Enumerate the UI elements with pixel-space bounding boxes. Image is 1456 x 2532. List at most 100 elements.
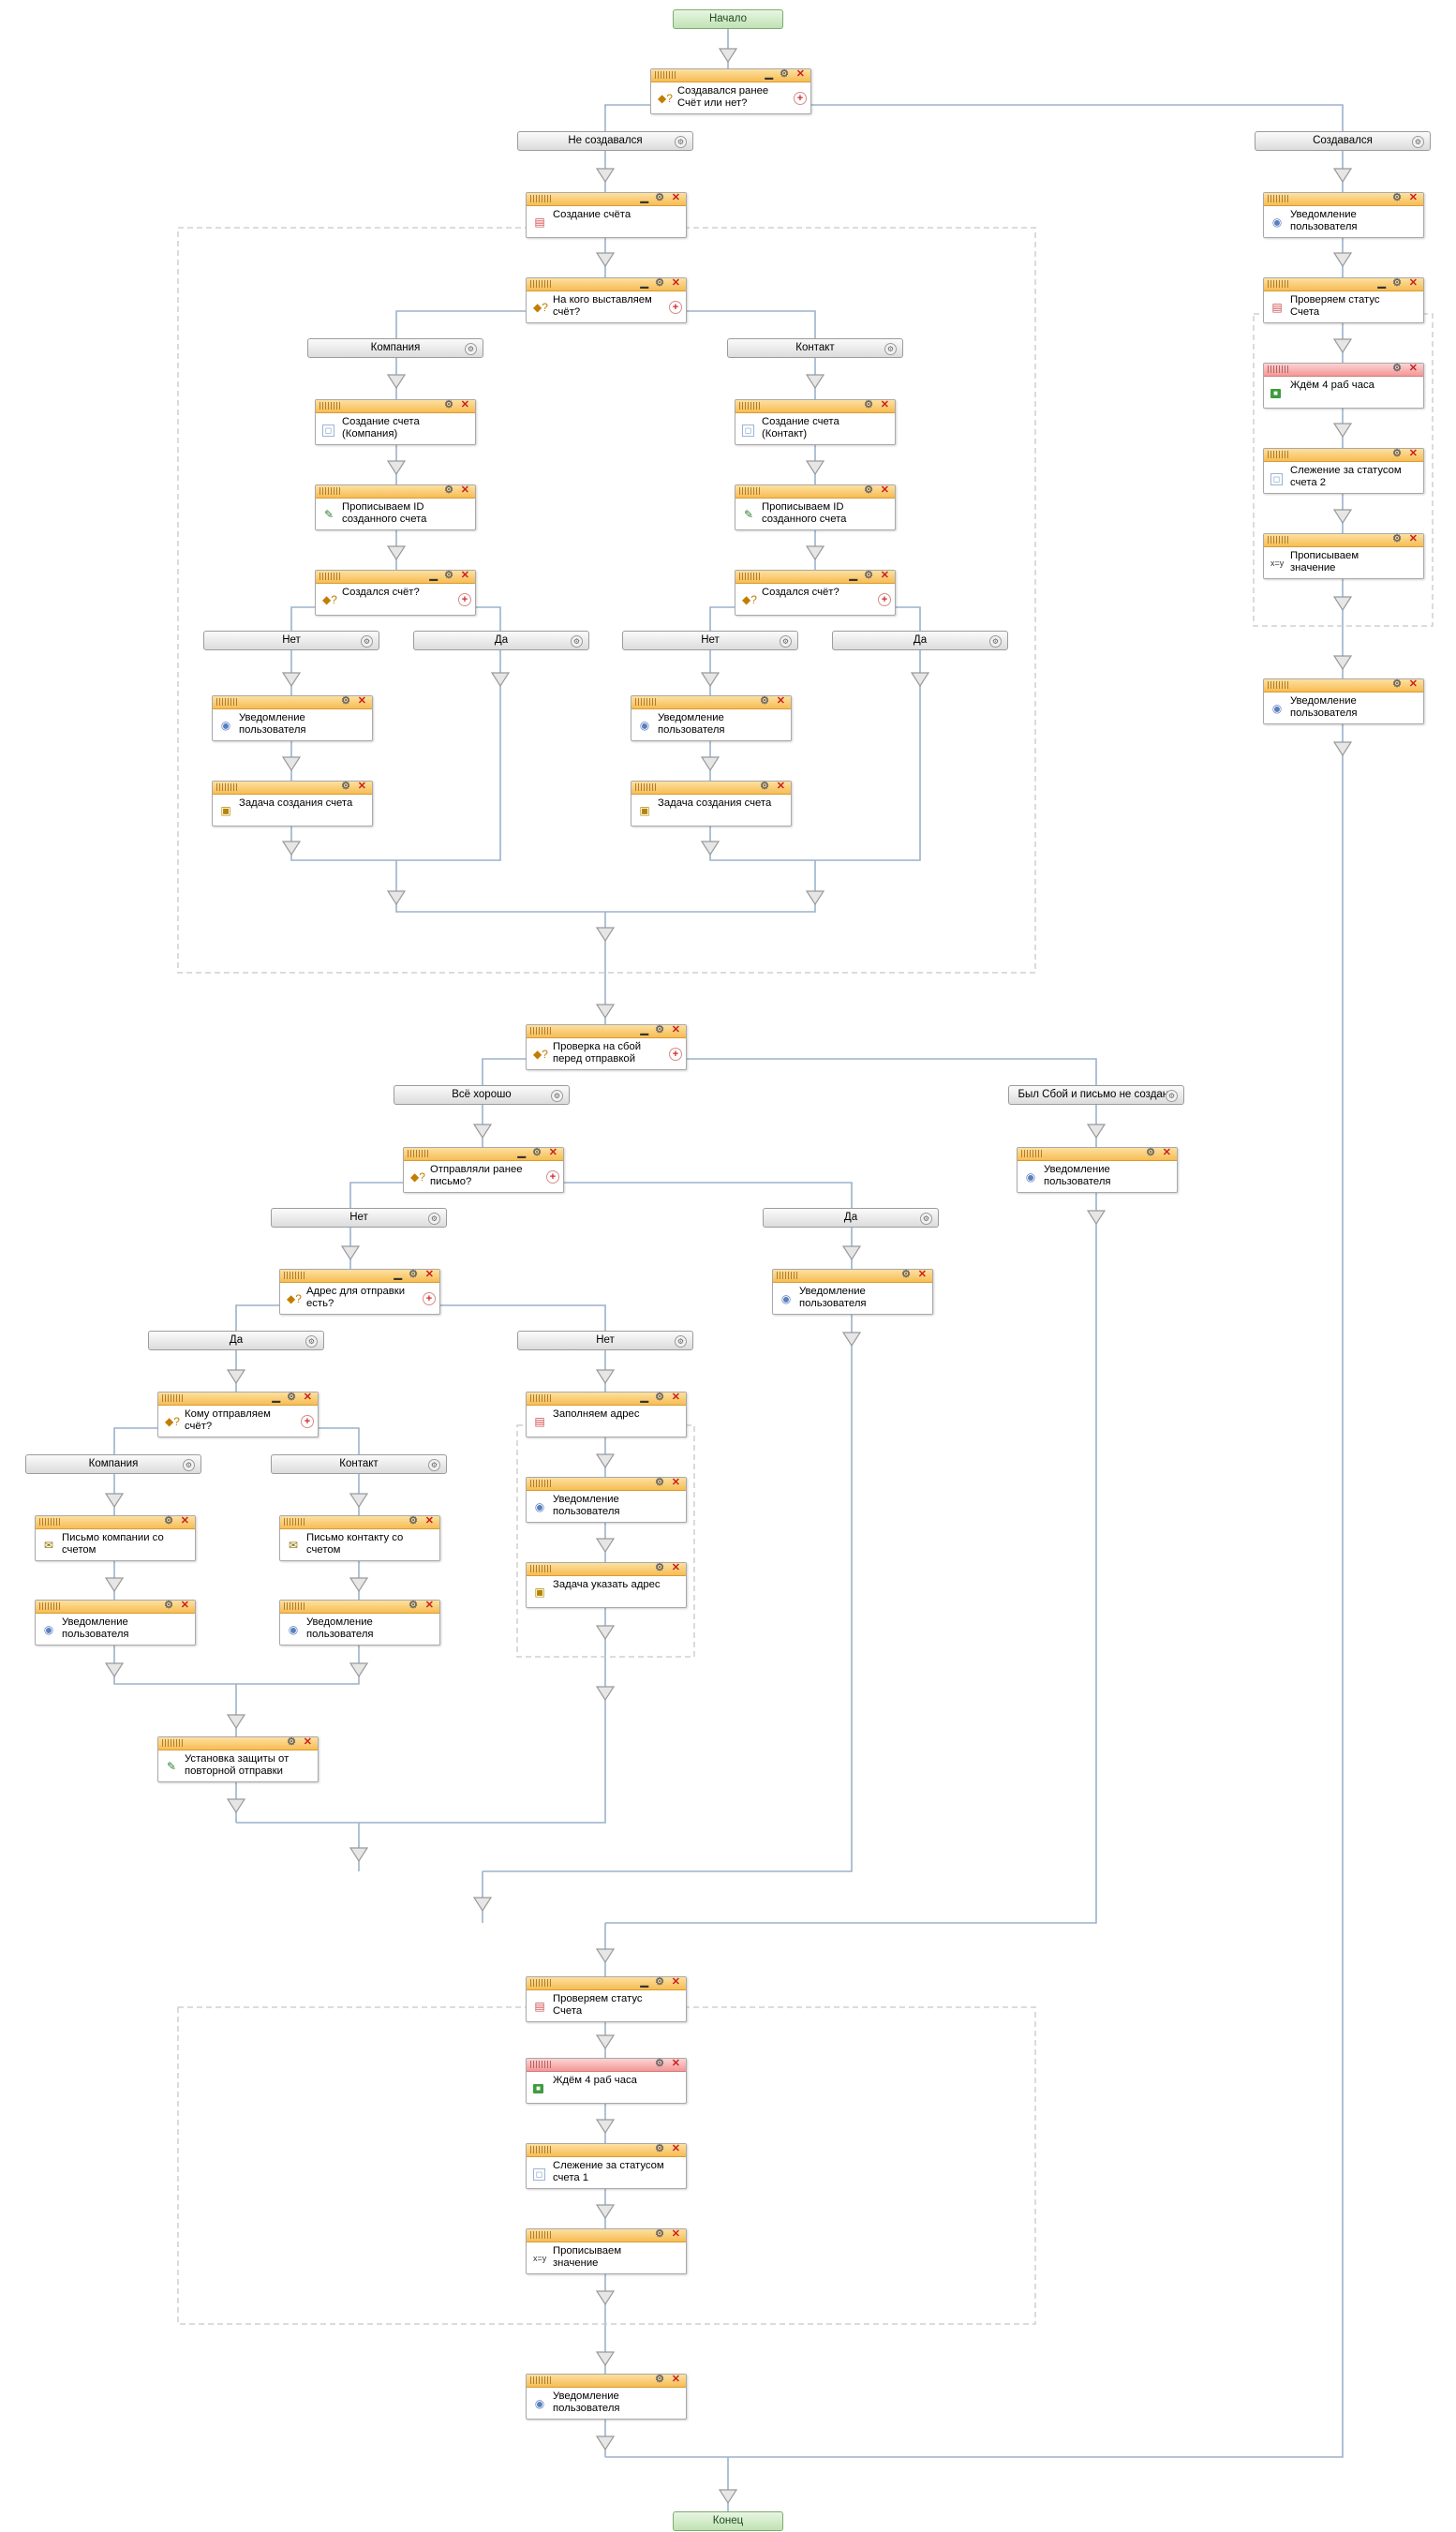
drag-handle[interactable] [39, 1518, 60, 1526]
activity-block[interactable]: ⚙✕◉Уведомление пользователя [279, 1600, 440, 1646]
flow-arrow[interactable] [841, 1332, 862, 1348]
activity-block[interactable]: ⚙✕◻Создание счета (Контакт) [735, 399, 896, 445]
delete-icon[interactable]: ✕ [1408, 448, 1418, 459]
flow-arrow[interactable] [1332, 338, 1353, 354]
drag-handle[interactable] [530, 2376, 551, 2384]
delete-icon[interactable]: ✕ [357, 695, 366, 707]
collapse-button[interactable]: ▁ [640, 192, 648, 203]
activity-header[interactable]: ▁⚙✕ [527, 1392, 686, 1406]
flow-arrow[interactable] [1332, 509, 1353, 525]
flow-arrow[interactable] [805, 545, 825, 561]
flow-arrow[interactable] [104, 1662, 125, 1678]
activity-header[interactable]: ▁⚙✕ [404, 1147, 563, 1161]
activity-header[interactable]: ▁⚙✕ [158, 1392, 318, 1406]
flow-arrow[interactable] [1332, 252, 1353, 268]
delete-icon[interactable]: ✕ [671, 1477, 680, 1488]
flow-arrow[interactable] [1332, 741, 1353, 757]
settings-gear-icon[interactable]: ⚙ [409, 1269, 418, 1280]
branch-label[interactable]: Контакт⚙ [271, 1454, 447, 1474]
settings-gear-icon[interactable]: ⚙ [655, 2228, 664, 2240]
drag-handle[interactable] [39, 1602, 60, 1610]
add-branch-button[interactable]: + [546, 1170, 559, 1184]
flow-arrow[interactable] [1332, 168, 1353, 184]
drag-handle[interactable] [530, 1394, 551, 1402]
branch-label[interactable]: Контакт⚙ [727, 338, 903, 358]
delete-icon[interactable]: ✕ [303, 1736, 312, 1748]
activity-header[interactable]: ⚙✕ [1264, 363, 1423, 377]
settings-gear-icon[interactable]: ⚙ [164, 1515, 173, 1527]
collapse-button[interactable]: ▁ [765, 68, 773, 80]
activity-header[interactable]: ⚙✕ [213, 781, 372, 795]
collapse-button[interactable]: ▁ [849, 570, 857, 581]
drag-handle[interactable] [284, 1602, 305, 1610]
delete-icon[interactable]: ✕ [357, 781, 366, 792]
branch-settings-icon[interactable]: ⚙ [780, 635, 792, 648]
delete-icon[interactable]: ✕ [1408, 277, 1418, 289]
settings-gear-icon[interactable]: ⚙ [164, 1600, 173, 1611]
delete-icon[interactable]: ✕ [880, 484, 889, 496]
activity-block[interactable]: ⚙✕✎Установка защиты от повторной отправк… [157, 1736, 319, 1782]
drag-handle[interactable] [530, 2231, 551, 2239]
flow-arrow[interactable] [1086, 1124, 1107, 1139]
activity-block[interactable]: ⚙✕◉Уведомление пользователя [526, 1477, 687, 1523]
branch-label[interactable]: Нет⚙ [203, 631, 379, 650]
activity-block[interactable]: ⚙✕▣Задача указать адрес [526, 1562, 687, 1608]
delete-icon[interactable]: ✕ [671, 277, 680, 289]
collapse-button[interactable]: ▁ [640, 1976, 648, 1988]
delete-icon[interactable]: ✕ [671, 2228, 680, 2240]
flow-arrow[interactable] [104, 1493, 125, 1509]
settings-gear-icon[interactable]: ⚙ [1392, 448, 1402, 459]
flow-arrow[interactable] [595, 2119, 616, 2135]
flow-arrow[interactable] [1086, 1210, 1107, 1226]
flow-arrow[interactable] [490, 672, 511, 688]
branch-label[interactable]: Да⚙ [832, 631, 1008, 650]
collapse-button[interactable]: ▁ [272, 1392, 280, 1403]
branch-label[interactable]: Да⚙ [763, 1208, 939, 1228]
activity-header[interactable]: ⚙✕ [527, 2143, 686, 2157]
flow-arrow[interactable] [805, 460, 825, 476]
collapse-button[interactable]: ▁ [517, 1147, 526, 1158]
activity-header[interactable]: ⚙✕ [36, 1600, 195, 1614]
activity-block[interactable]: ▁⚙✕◆?Адрес для отправки есть?+ [279, 1269, 440, 1315]
add-branch-button[interactable]: + [669, 301, 682, 314]
drag-handle[interactable] [777, 1272, 797, 1279]
activity-header[interactable]: ▁⚙✕ [1264, 277, 1423, 291]
settings-gear-icon[interactable]: ⚙ [341, 781, 350, 792]
branch-label[interactable]: Да⚙ [148, 1331, 324, 1350]
settings-gear-icon[interactable]: ⚙ [864, 399, 873, 410]
activity-block[interactable]: ▁⚙✕▤Проверяем статус Счета [526, 1976, 687, 2022]
drag-handle[interactable] [1268, 280, 1288, 288]
activity-block[interactable]: ▁⚙✕◆?Создался счёт?+ [315, 570, 476, 616]
flow-arrow[interactable] [805, 890, 825, 906]
settings-gear-icon[interactable]: ⚙ [760, 781, 769, 792]
activity-header[interactable]: ⚙✕ [735, 484, 895, 499]
flow-arrow[interactable] [718, 2489, 738, 2505]
flow-arrow[interactable] [386, 890, 407, 906]
drag-handle[interactable] [319, 402, 340, 410]
drag-handle[interactable] [1268, 195, 1288, 202]
activity-block[interactable]: ⚙✕◉Уведомление пользователя [35, 1600, 196, 1646]
drag-handle[interactable] [1268, 365, 1288, 373]
flow-arrow[interactable] [910, 672, 930, 688]
drag-handle[interactable] [530, 1480, 551, 1487]
activity-header[interactable]: ⚙✕ [1018, 1147, 1177, 1161]
activity-header[interactable]: ⚙✕ [316, 399, 475, 413]
drag-handle[interactable] [635, 698, 656, 706]
activity-header[interactable]: ▁⚙✕ [735, 570, 895, 584]
delete-icon[interactable]: ✕ [424, 1269, 434, 1280]
activity-block[interactable]: ⚙✕◉Уведомление пользователя [1263, 678, 1424, 724]
flow-arrow[interactable] [104, 1577, 125, 1593]
drag-handle[interactable] [739, 487, 760, 495]
activity-header[interactable]: ⚙✕ [527, 2374, 686, 2388]
delete-icon[interactable]: ✕ [671, 1562, 680, 1573]
add-branch-button[interactable]: + [423, 1292, 436, 1305]
activity-block[interactable]: ⚙✕◉Уведомление пользователя [772, 1269, 933, 1315]
drag-handle[interactable] [1021, 1150, 1042, 1157]
settings-gear-icon[interactable]: ⚙ [655, 1024, 664, 1035]
activity-block[interactable]: ⚙✕✎Прописываем ID созданного счета [315, 484, 476, 530]
activity-header[interactable]: ⚙✕ [773, 1269, 932, 1283]
add-branch-button[interactable]: + [301, 1415, 314, 1428]
collapse-button[interactable]: ▁ [640, 1024, 648, 1035]
drag-handle[interactable] [216, 783, 237, 791]
activity-header[interactable]: ⚙✕ [1264, 678, 1423, 693]
